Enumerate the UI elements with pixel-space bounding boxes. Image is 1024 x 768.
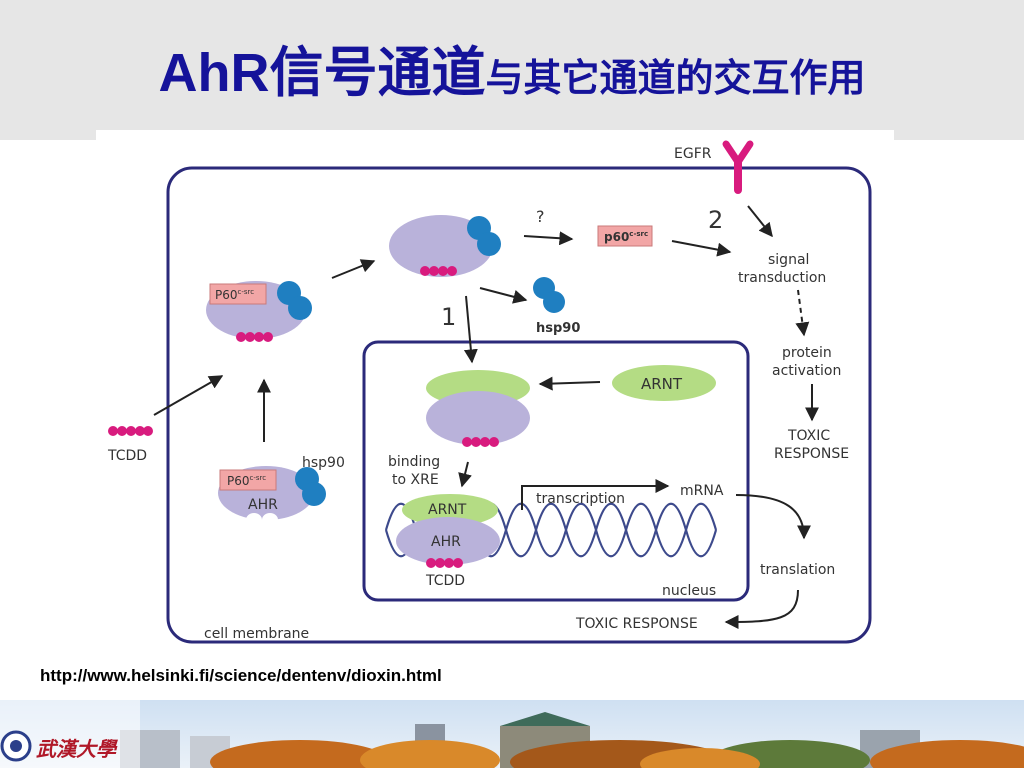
translation-label: translation: [760, 562, 835, 578]
path-1-label: 1: [441, 303, 456, 331]
tcdd-ligand: [108, 426, 153, 436]
activated-ahr-complex: [389, 215, 501, 277]
nucleus-label: nucleus: [662, 583, 716, 599]
tcdd-label: TCDD: [107, 448, 147, 464]
xre-bound-complex: [396, 494, 500, 568]
title-main: AhR信号通道: [158, 43, 486, 103]
egfr-label: EGFR: [674, 146, 712, 162]
question-mark-label: ?: [536, 207, 545, 226]
protein-label: protein: [782, 345, 832, 361]
egfr-receptor: [722, 140, 754, 194]
arnt-bound-label: ARNT: [428, 502, 467, 518]
transcription-label: transcription: [536, 491, 625, 507]
arnt-free-label: ARNT: [641, 375, 683, 393]
title-band: [0, 0, 1024, 140]
response-label: RESPONSE: [774, 446, 849, 462]
released-hsp90: [533, 277, 565, 313]
ahr-p60-hsp90-complex: [206, 281, 312, 342]
p60-box-right: [597, 225, 653, 247]
path-2-label: 2: [708, 206, 723, 234]
ahr-label: AHR: [248, 497, 278, 513]
slide-title: AhR信号通道与其它通道的交互作用: [0, 28, 1024, 107]
p60-right-label: p60c-src: [604, 230, 648, 244]
nucleus-outline: [362, 340, 750, 602]
signal-label: signal: [768, 252, 809, 268]
activation-label: activation: [772, 363, 841, 379]
to-xre-label: to XRE: [392, 472, 439, 488]
title-sub: 与其它通道的交互作用: [485, 58, 866, 100]
cell-membrane-label: cell membrane: [204, 626, 309, 642]
footer-banner: 武漢大學: [0, 700, 1024, 768]
p60-label: P60c-src: [215, 288, 254, 302]
hsp90-released-label: hsp90: [536, 321, 580, 336]
pathway-arrows: [153, 205, 819, 629]
arnt-free: [612, 365, 716, 401]
tcdd-nucleus-label: TCDD: [425, 573, 465, 589]
toxic-response-bottom-label: TOXIC RESPONSE: [575, 616, 698, 632]
binding-label: binding: [388, 454, 440, 470]
toxic-label: TOXIC: [787, 428, 830, 444]
hsp90-label: hsp90: [302, 455, 345, 471]
ahr-arnt-complex: [426, 370, 530, 447]
source-url: http://www.helsinki.fi/science/dentenv/d…: [40, 666, 442, 685]
p60-resting-label: P60c-src: [227, 474, 266, 488]
cell-membrane-outline: [166, 166, 872, 644]
university-seal-icon: [0, 730, 32, 762]
transduction-label: transduction: [738, 270, 826, 286]
ahr-bound-label: AHR: [431, 534, 461, 550]
mrna-label: mRNA: [680, 483, 724, 499]
university-logo-text: 武漢大學: [36, 737, 118, 761]
resting-ahr-complex: [218, 466, 326, 520]
ahr-pathway-diagram: EGFR P60c-src hsp90 p60c-src TCDD: [107, 140, 872, 644]
